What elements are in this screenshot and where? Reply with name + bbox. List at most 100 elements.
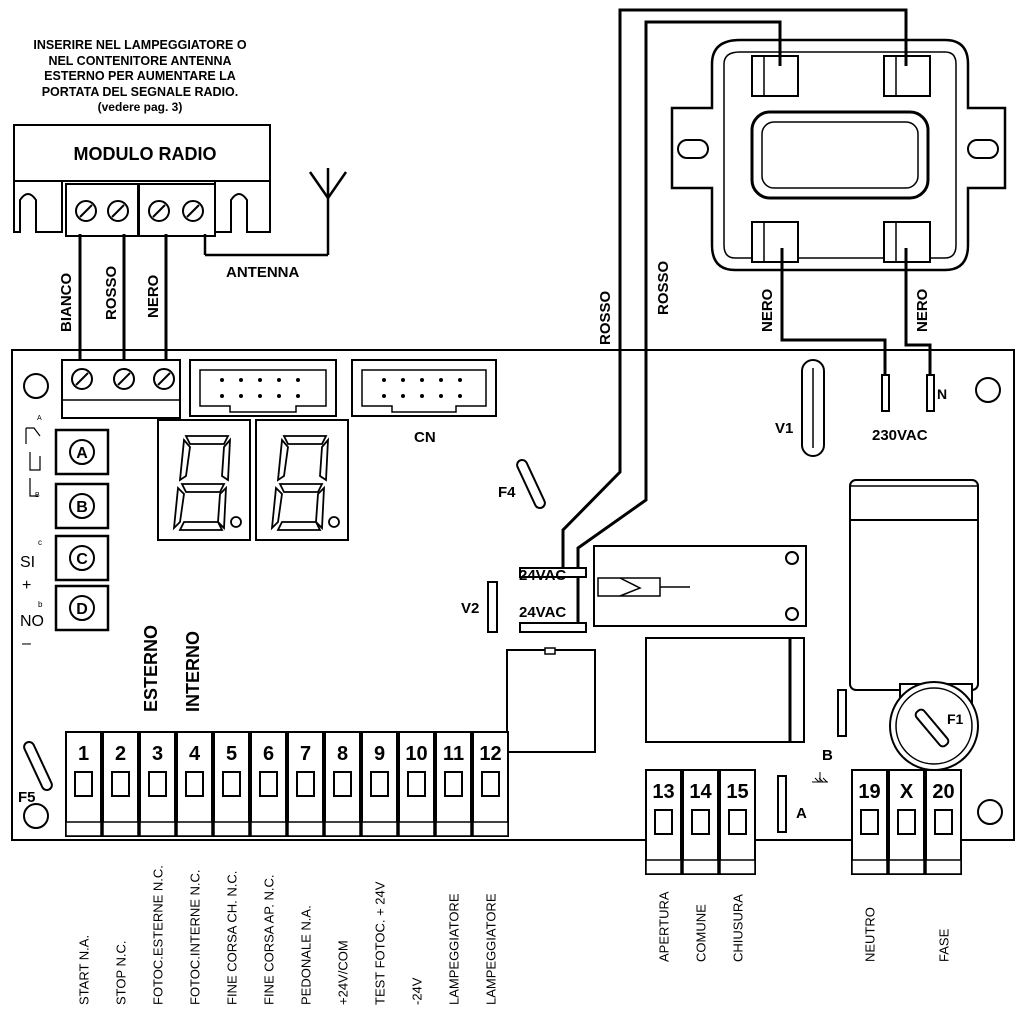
terminal-8[interactable]: 8 [324, 731, 361, 837]
fuse-f1: F1 [889, 681, 979, 771]
terminal-block-19-20: 19 X 20 [851, 769, 962, 875]
terminal-screw-slot [259, 771, 278, 797]
power-input-terminals: N 230VAC [872, 374, 947, 444]
note-line-4: PORTATA DEL SEGNALE RADIO. [42, 85, 239, 99]
radio-module-right-tab [214, 181, 271, 233]
connector-pin [220, 394, 224, 398]
connector-pin [277, 378, 281, 382]
terminal-number: 10 [405, 743, 427, 765]
terminal-number: 15 [726, 781, 748, 803]
terminal-label: TEST FOTOC. + 24V [373, 881, 388, 1005]
connector-pin [220, 378, 224, 382]
button-c[interactable]: C [54, 534, 110, 582]
connector-pin [382, 394, 386, 398]
terminal-number: 13 [652, 781, 674, 803]
side-plus: + [22, 577, 31, 594]
terminal-5[interactable]: 5 [213, 731, 250, 837]
transformer-hole-right [967, 139, 999, 159]
terminal-7[interactable]: 7 [287, 731, 324, 837]
button-b[interactable]: B [54, 482, 110, 530]
terminal-14[interactable]: 14 [682, 769, 719, 875]
terminal-label: +24V/COM [336, 940, 351, 1005]
mount-hole-br [977, 799, 1003, 825]
terminal-number: 4 [189, 743, 201, 765]
terminal-15[interactable]: 15 [719, 769, 756, 875]
terminal-19[interactable]: 19 [851, 769, 888, 875]
note-line-2: NEL CONTENITORE ANTENNA [48, 54, 231, 68]
svg-text:V2: V2 [461, 600, 479, 617]
switch-letter-b: B [35, 492, 40, 499]
terminal-label: COMUNE [694, 904, 709, 962]
vac24-label-2: 24VAC [519, 604, 566, 621]
connector-pin [401, 378, 405, 382]
wire-label-rosso-1: ROSSO [597, 290, 614, 345]
terminal-1[interactable]: 1 [65, 731, 102, 837]
button-b-label: B [76, 499, 88, 516]
terminal-screw-slot [333, 771, 352, 797]
secondary-terminals: 24VAC 24VAC [519, 567, 587, 633]
terminal-number: 6 [263, 743, 274, 765]
side-letter-c: c [38, 538, 42, 547]
terminal-13[interactable]: 13 [645, 769, 682, 875]
radio-wires: BIANCO ROSSO NERO [58, 234, 168, 360]
seven-segment-display-left [157, 419, 251, 541]
radio-module: MODULO RADIO [13, 124, 271, 237]
terminal-number: 9 [374, 743, 385, 765]
connector-cn [351, 359, 497, 417]
control-board: CN [11, 349, 1015, 875]
connector-pin [401, 394, 405, 398]
terminal-screw-slot [481, 771, 500, 797]
button-side-markings: A B c SI + b NO – [20, 415, 44, 652]
terminal-9[interactable]: 9 [361, 731, 398, 837]
terminal-11[interactable]: 11 [435, 731, 472, 837]
connector-pin [296, 394, 300, 398]
radio-module-title: MODULO RADIO [74, 144, 217, 164]
button-a[interactable]: A [54, 428, 110, 476]
svg-text:B: B [822, 747, 833, 764]
wire-label-nero-2: NERO [914, 288, 931, 332]
wire-label-rosso-2: ROSSO [655, 260, 672, 315]
svg-text:F1: F1 [947, 711, 964, 727]
cn-label: CN [414, 429, 436, 446]
terminal-number: X [900, 781, 914, 803]
terminal-label: NEUTRO [863, 907, 878, 962]
terminal-12[interactable]: 12 [472, 731, 509, 837]
mount-hole-tl [23, 373, 49, 399]
terminal-2[interactable]: 2 [102, 731, 139, 837]
terminal-6[interactable]: 6 [250, 731, 287, 837]
connector-pin [458, 394, 462, 398]
terminal-3[interactable]: 3 [139, 731, 176, 837]
wire-label-nero-1: NERO [759, 288, 776, 332]
terminal-screw-slot [370, 771, 389, 797]
fuse-f5: F5 [18, 740, 53, 806]
vac-230-label: 230VAC [872, 427, 928, 444]
terminal-screw-slot [860, 809, 879, 835]
relay [593, 545, 807, 627]
transformer-pin-tl [751, 55, 799, 97]
terminal-20[interactable]: 20 [925, 769, 962, 875]
terminal-label: -24V [410, 977, 425, 1005]
terminal-label: CHIUSURA [731, 894, 746, 962]
side-letter-b: b [38, 600, 43, 609]
side-si: SI [20, 554, 35, 571]
terminal-label: LAMPEGGIATORE [447, 893, 462, 1005]
button-c-label: C [76, 551, 88, 568]
terminal-screw-slot [407, 771, 426, 797]
terminal-10[interactable]: 10 [398, 731, 435, 837]
radio-module-body [13, 124, 271, 182]
connector-pin [258, 394, 262, 398]
seven-segment-display-right [255, 419, 349, 541]
vac24-label-1: 24VAC [519, 567, 566, 584]
terminal-screw-slot [691, 809, 710, 835]
terminal-X[interactable]: X [888, 769, 925, 875]
side-minus: – [22, 635, 31, 652]
jumper-a: A [777, 775, 807, 833]
terminal-4[interactable]: 4 [176, 731, 213, 837]
button-d[interactable]: D [54, 584, 110, 632]
wire-label-bianco: BIANCO [58, 273, 75, 332]
transformer-hole-left [677, 139, 709, 159]
